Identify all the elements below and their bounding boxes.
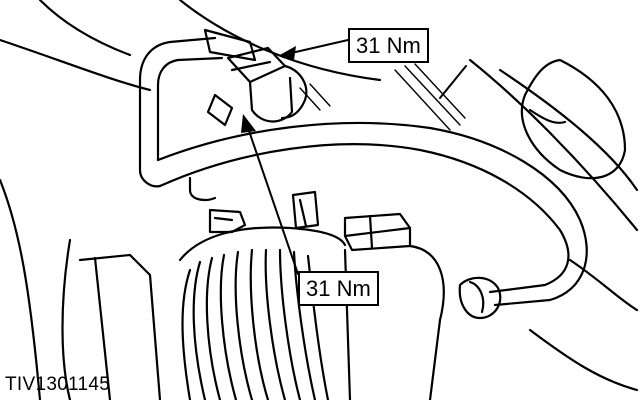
shading-hatch <box>299 63 466 131</box>
top-callout-arrowhead <box>278 46 296 60</box>
bottom-callout-arrowhead <box>241 114 256 133</box>
right-union-fitting <box>458 276 502 320</box>
leader-lines <box>247 39 467 275</box>
tube-bracket <box>208 190 320 234</box>
figure-reference-id: TIV1301145 <box>5 374 111 395</box>
mounting-boss <box>520 58 627 180</box>
caliper-body <box>78 226 445 400</box>
brake-line-tube <box>138 36 588 307</box>
bleed-nut <box>343 212 412 252</box>
torque-callout-bottom: 31 Nm <box>298 271 379 306</box>
torque-callout-top: 31 Nm <box>348 28 429 63</box>
top-union-fitting <box>203 28 308 127</box>
